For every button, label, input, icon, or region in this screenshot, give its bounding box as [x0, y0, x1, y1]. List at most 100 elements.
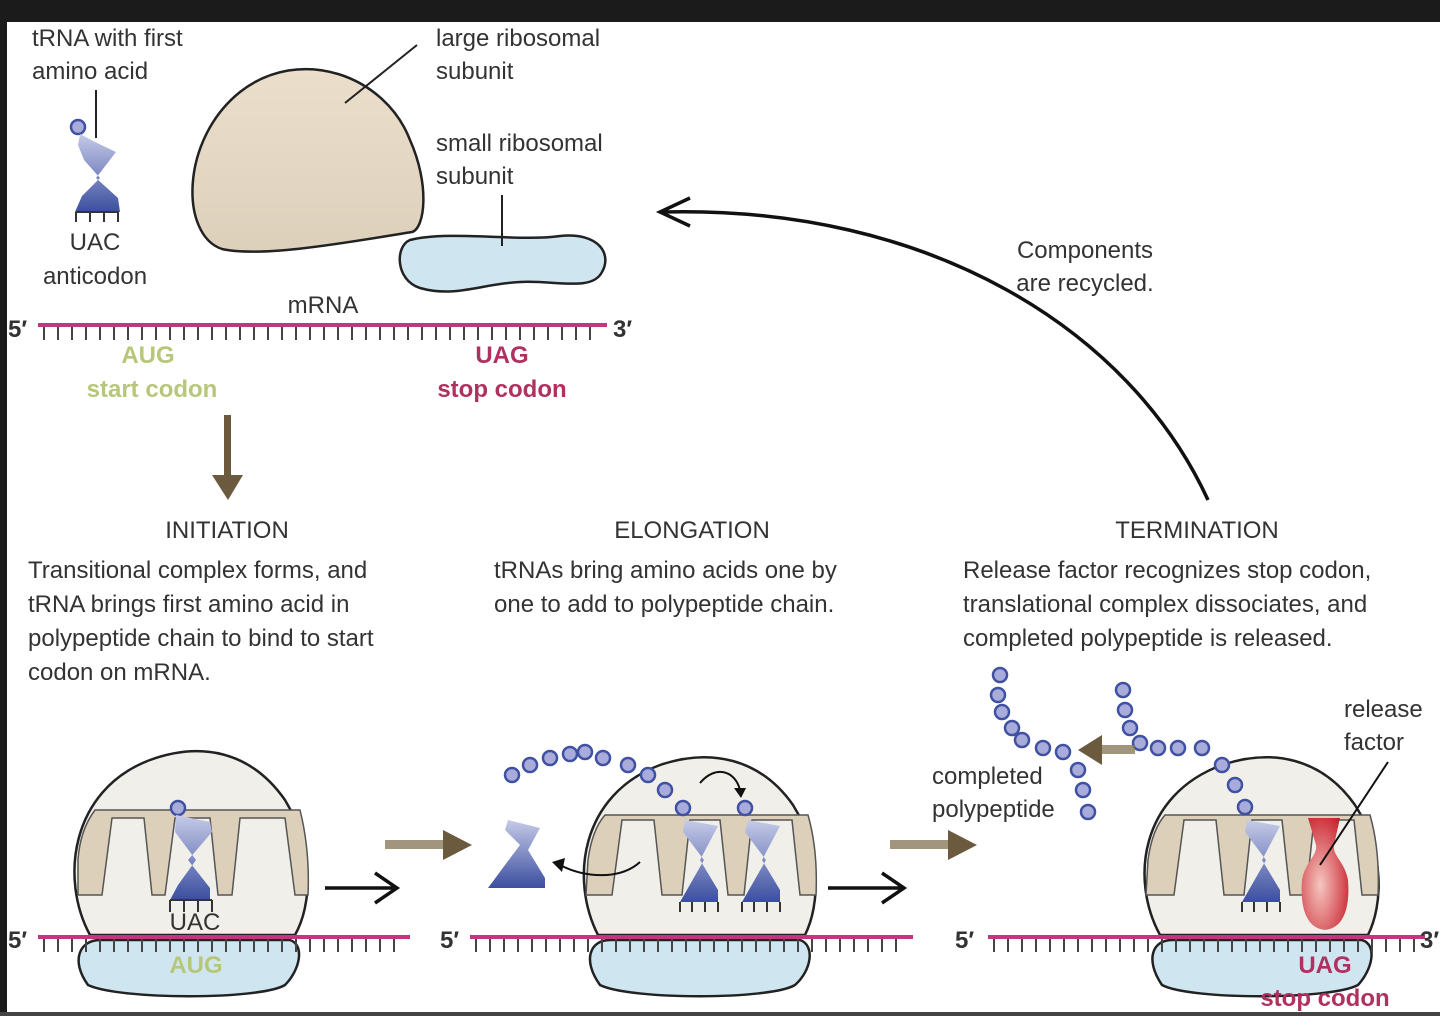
small-subunit-shape [77, 938, 301, 998]
amino-acid-bead [1169, 739, 1187, 757]
amino-acid-bead [576, 743, 594, 761]
down-arrow [212, 415, 243, 500]
small-subunit-shape [1151, 938, 1373, 998]
amino-acid-bead [594, 749, 612, 767]
recycle-arrow-head [655, 196, 691, 228]
amino-acid-bead [656, 781, 674, 799]
mrna-nucleotide-ticks [993, 939, 1415, 952]
mrna-top: mRNA 5′ 3′ AUG start codon UAG stop codo… [8, 292, 632, 403]
termination-desc-line3: completed polypeptide is released. [963, 625, 1333, 652]
release-factor-label-line1: release [1344, 696, 1423, 723]
elongation-title: ELONGATION [614, 517, 770, 544]
recycle-arrow: Components are recycled. [655, 196, 1210, 501]
stop-codon-sequence: UAG [1298, 952, 1351, 979]
amino-acid-bead [1121, 719, 1139, 737]
amino-acid-bead [1003, 719, 1021, 737]
elongation-complex: 5′ [440, 743, 913, 998]
termination-title: TERMINATION [1115, 517, 1279, 544]
amino-acid-bead [541, 749, 559, 767]
step-arrows-2 [828, 830, 977, 905]
amino-acid-bead [1013, 731, 1031, 749]
release-arrow-head [1078, 735, 1102, 765]
amino-acid-bead [1069, 761, 1087, 779]
initiation-title: INITIATION [165, 517, 289, 544]
small-ribosomal-subunit: small ribosomal subunit [398, 130, 607, 293]
stop-codon-label: stop codon [1260, 985, 1389, 1012]
exit-arrow-head [552, 858, 565, 872]
mrna-nucleotide-ticks [43, 939, 395, 952]
completed-label-line2: polypeptide [932, 796, 1055, 823]
step-arrows-1 [325, 830, 472, 905]
amino-acid-bead [993, 703, 1011, 721]
completed-label-line1: completed [932, 763, 1043, 790]
anticodon-bases [75, 211, 119, 222]
amino-acid-bead [1079, 803, 1097, 821]
trna-p-site-icon [680, 820, 718, 902]
start-codon-label: start codon [87, 376, 218, 403]
large-subunit-label-line2: subunit [436, 58, 514, 85]
initiation-desc-line4: codon on mRNA. [28, 659, 211, 686]
mrna-nucleotide-ticks [475, 939, 897, 952]
brown-arrow-head [948, 830, 977, 860]
brown-arrow-shaft [890, 840, 950, 849]
black-arrow-icon [828, 871, 908, 905]
amino-acid-bead [989, 686, 1007, 704]
down-arrow-head [212, 475, 243, 500]
five-prime-label: 5′ [8, 316, 27, 343]
amino-acid-bead [674, 799, 692, 817]
anticodon-bases [1241, 902, 1281, 912]
amino-acid-bead [1149, 739, 1167, 757]
start-codon-sequence: AUG [169, 952, 222, 979]
release-factor-label-line2: factor [1344, 729, 1404, 756]
released-trna-icon [488, 820, 545, 888]
window-bottom-border [0, 1012, 1440, 1016]
black-arrow-icon [325, 871, 401, 905]
mrna-nucleotide-ticks [43, 327, 591, 340]
amino-acid-bead [503, 766, 521, 784]
initiation-desc-line3: polypeptide chain to bind to start [28, 625, 374, 652]
trna-label-line1: tRNA with first [32, 25, 183, 52]
trna-icon [75, 134, 120, 212]
amino-acid-bead [1074, 781, 1092, 799]
mrna-label: mRNA [288, 292, 359, 319]
stage-termination-text: TERMINATION Release factor recognizes st… [963, 517, 1371, 652]
amino-acid-bead [639, 766, 657, 784]
anticodon-label: anticodon [43, 263, 147, 290]
initiation-desc-line1: Transitional complex forms, and [28, 557, 367, 584]
large-subunit-leader [344, 44, 418, 104]
amino-acid-bead [991, 666, 1009, 684]
initiation-desc-line2: tRNA brings first amino acid in [28, 591, 349, 618]
amino-acid-bead [521, 756, 539, 774]
trna-icon [170, 815, 212, 900]
amino-acid-bead [1213, 756, 1231, 774]
anticodon-bases [169, 899, 213, 912]
amino-acid-bead [1226, 776, 1244, 794]
anticodon-sequence: UAC [170, 909, 221, 936]
amino-acid-bead [69, 118, 87, 136]
growing-polypeptide [503, 743, 754, 817]
ribosome-channels [1145, 814, 1380, 896]
trna-a-site-icon [742, 820, 780, 902]
amino-acid-bead [1193, 739, 1211, 757]
amino-acid-bead [1131, 734, 1149, 752]
amino-acid-bead [561, 745, 579, 763]
trna-icon [1242, 820, 1280, 902]
five-prime-label: 5′ [440, 927, 459, 954]
elongation-desc-line2: one to add to polypeptide chain. [494, 591, 834, 618]
recycle-arrow-curve [661, 210, 1210, 501]
amino-acid-bead [169, 799, 187, 817]
amino-acid-bead [1054, 743, 1072, 761]
recycle-label-line1: Components [1017, 237, 1153, 264]
five-prime-label: 5′ [955, 927, 974, 954]
amino-acid-bead [619, 756, 637, 774]
small-subunit-label-line2: subunit [436, 163, 514, 190]
amino-acid-bead [736, 799, 754, 817]
stop-codon-label: stop codon [437, 376, 566, 403]
release-arrow-shaft [1100, 745, 1135, 754]
large-subunit-shape [191, 67, 425, 253]
three-prime-label: 3′ [613, 316, 632, 343]
initiation-complex: UAC 5′ AUG [8, 749, 410, 998]
large-ribosomal-subunit: large ribosomal subunit [191, 25, 600, 253]
ribosome-channels [585, 814, 818, 896]
